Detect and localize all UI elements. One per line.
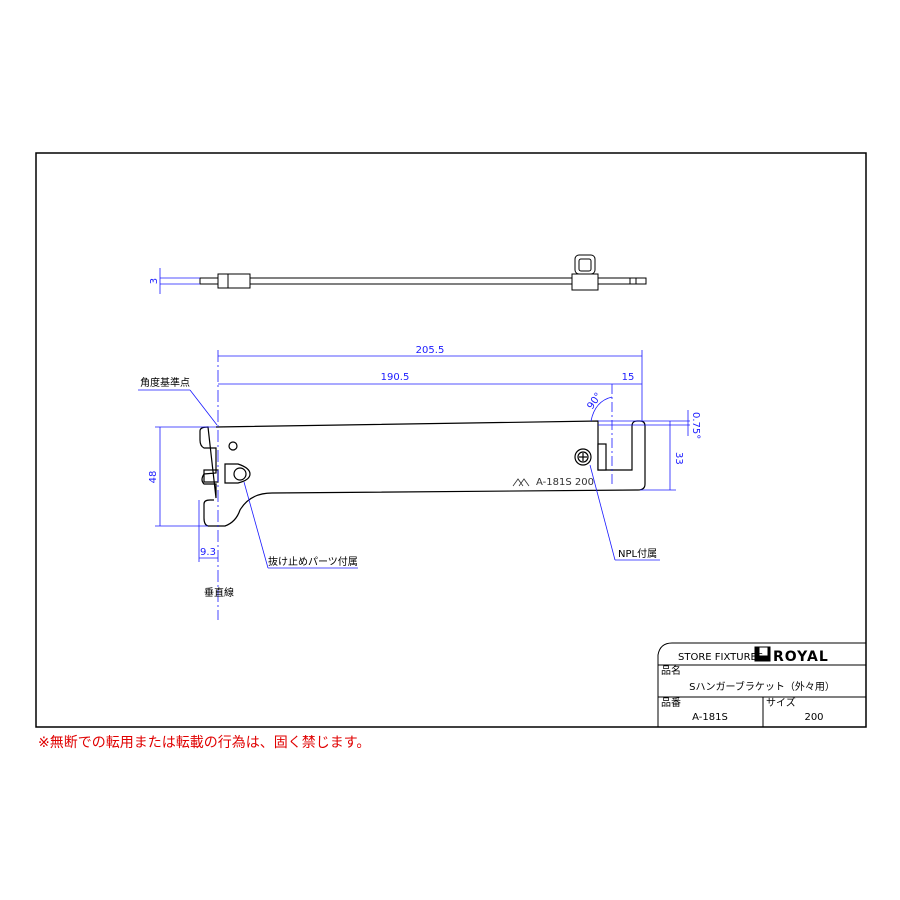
company-label: STORE FIXTURES [678,652,763,663]
number-field-label: 品番 [661,697,681,709]
name-field-label: 品名 [661,664,681,677]
product-name: Sハンガーブラケット（外々用） [689,680,835,693]
side-view [199,420,646,527]
thickness-label: 3 [149,278,160,284]
hook-height-label: 33 [673,452,684,465]
angle-reference-label: 角度基準点 [140,376,190,389]
inner-length-label: 190.5 [381,372,410,383]
top-view [199,254,647,291]
overall-length-label: 205.5 [416,345,445,356]
dimension-lines [138,350,690,620]
npl-label: NPL付属 [618,547,657,560]
angle-label: 90° [585,391,604,412]
offset-label: 9.3 [200,547,216,558]
height-label: 48 [148,471,159,484]
copyright-notice: ※無断での転用または転載の行為は、固く禁じます。 [38,735,371,751]
logo-stamp-icon [512,478,530,487]
drawing-frame [35,152,867,728]
title-block [657,642,866,727]
vertical-line-label: 垂直線 [204,586,234,599]
product-size: 200 [804,712,823,723]
size-field-label: サイズ [766,696,796,709]
hook-width-label: 15 [622,372,635,383]
tilt-label: 0.75° [690,412,701,439]
product-stamp: A-181S 200 [536,477,594,488]
brand-logo: ROYAL [773,649,829,665]
stopper-part-label: 抜け止めパーツ付属 [268,555,358,568]
product-number: A-181S [692,712,728,723]
thickness-dimension [159,268,200,294]
